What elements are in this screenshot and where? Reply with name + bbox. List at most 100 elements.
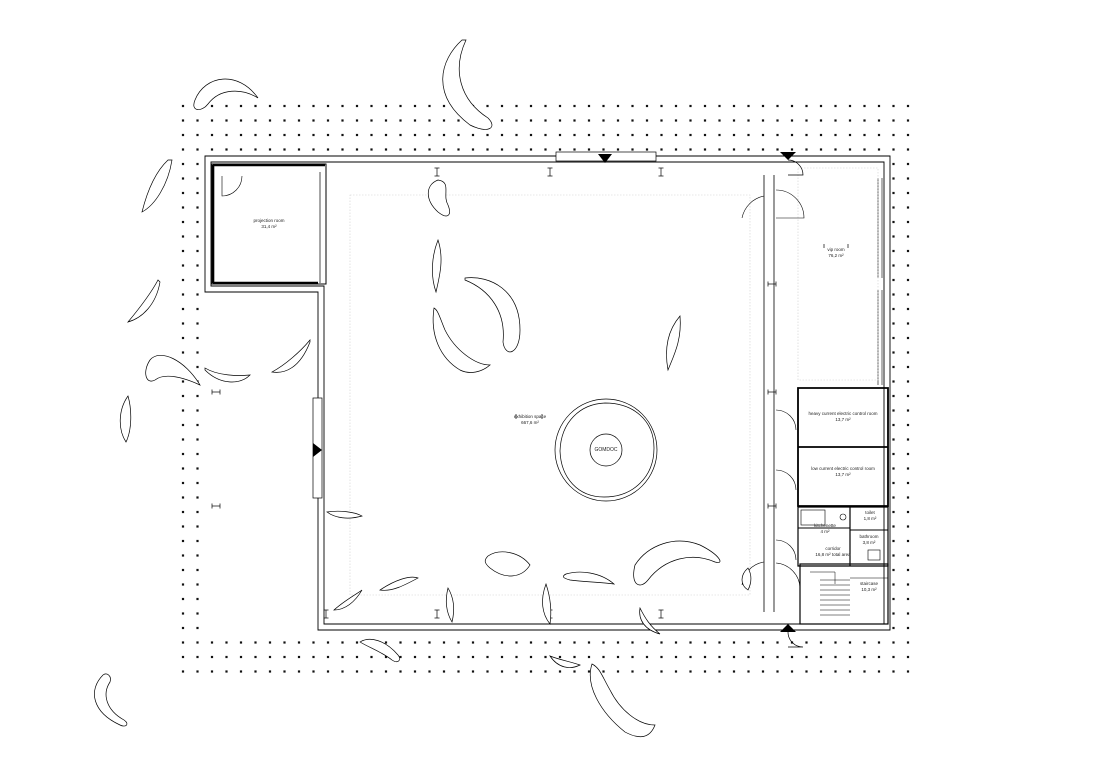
grid-dot <box>834 119 837 122</box>
grid-dot <box>689 133 692 137</box>
landscape-blob-icon <box>204 367 251 383</box>
grid-dot <box>181 191 185 195</box>
grid-dot <box>848 104 852 108</box>
grid-dot <box>515 655 518 659</box>
grid-dot <box>790 133 794 137</box>
grid-dot <box>616 655 620 659</box>
grid-dot <box>906 670 910 673</box>
grid-dot <box>674 104 678 108</box>
grid-dot <box>181 177 185 180</box>
grid-dot <box>355 641 359 644</box>
grid-dot <box>906 264 910 267</box>
grid-dot <box>892 104 895 108</box>
grid-dot <box>703 119 707 122</box>
grid-dot <box>515 641 518 644</box>
grid-dot <box>819 119 823 122</box>
grid-dot <box>326 655 330 659</box>
grid-dot <box>906 641 910 644</box>
grid-dot <box>442 148 446 151</box>
grid-dot <box>181 162 185 166</box>
grid-dot <box>906 452 910 456</box>
grid-dot <box>225 641 228 644</box>
grid-dot <box>892 119 895 122</box>
staircase-label: staircase 10,3 m² <box>852 581 886 593</box>
grid-dot <box>573 655 576 659</box>
grid-dot <box>210 641 214 644</box>
grid-dot <box>326 133 330 137</box>
entrance-arrow-icon[interactable] <box>313 152 796 632</box>
grid-dot <box>181 496 185 499</box>
grid-dot <box>196 206 199 209</box>
grid-dot <box>660 119 663 122</box>
grid-dot <box>384 670 388 673</box>
grid-dot <box>529 148 533 151</box>
landscape-blob-icon <box>145 355 201 386</box>
grid-dot <box>906 467 910 470</box>
grid-dot <box>312 641 315 644</box>
grid-dot <box>413 104 417 108</box>
grid-dot <box>471 641 475 644</box>
grid-dot <box>689 655 692 659</box>
grid-dot <box>631 119 634 122</box>
landscape-blob-icon <box>741 567 752 591</box>
grid-dot <box>645 133 649 137</box>
grid-dot <box>718 133 721 137</box>
outer-dot-grid <box>181 104 910 673</box>
grid-dot <box>906 177 910 180</box>
grid-dot <box>892 336 895 340</box>
grid-dot <box>196 235 199 238</box>
vip-room-area: 76,2 m² <box>828 253 844 258</box>
grid-dot <box>848 119 852 122</box>
grid-dot <box>326 104 330 108</box>
grid-dot <box>370 148 373 151</box>
grid-dot <box>892 191 895 195</box>
grid-dot <box>732 133 736 137</box>
grid-dot <box>674 148 678 151</box>
grid-dot <box>312 119 315 122</box>
landscape-blob-icon <box>542 582 552 625</box>
grid-dot <box>732 148 736 151</box>
grid-dot <box>645 670 649 673</box>
grid-dot <box>254 133 257 137</box>
landscape-blob-icon <box>666 315 681 372</box>
grid-dot <box>370 119 373 122</box>
grid-dot <box>196 496 199 499</box>
grid-dot <box>283 670 286 673</box>
grid-dot <box>181 322 185 325</box>
grid-dot <box>196 220 199 224</box>
grid-dot <box>181 670 185 673</box>
structural-marker <box>434 167 440 177</box>
kitchenette-label: kitchenette 4 m² <box>804 523 846 535</box>
grid-dot <box>906 554 910 557</box>
grid-dot <box>326 119 330 122</box>
corridor-area: 16,8 m² total area <box>815 552 851 557</box>
grid-dot <box>718 119 721 122</box>
structural-markers <box>211 167 777 619</box>
grid-dot <box>906 191 910 195</box>
grid-dot <box>558 641 562 644</box>
grid-dot <box>225 670 228 673</box>
grid-dot <box>834 655 837 659</box>
grid-dot <box>892 641 895 644</box>
door-swing-icon[interactable] <box>221 175 243 197</box>
grid-dot <box>558 104 562 108</box>
grid-dot <box>906 133 910 137</box>
grid-dot <box>819 655 823 659</box>
grid-dot <box>892 670 895 673</box>
grid-dot <box>834 133 837 137</box>
grid-dot <box>703 148 707 151</box>
grid-dot <box>486 148 489 151</box>
grid-dot <box>181 336 185 340</box>
grid-dot <box>239 119 243 122</box>
grid-dot <box>906 351 910 354</box>
grid-dot <box>181 148 185 151</box>
grid-dot <box>848 133 852 137</box>
grid-dot <box>834 641 837 644</box>
grid-dot <box>196 365 199 369</box>
grid-dot <box>761 133 765 137</box>
corridor-label: corridor 16,8 m² total area <box>800 546 866 558</box>
grid-dot <box>500 133 504 137</box>
grid-dot <box>892 409 895 412</box>
grid-dot <box>196 626 199 630</box>
grid-dot <box>196 641 199 644</box>
